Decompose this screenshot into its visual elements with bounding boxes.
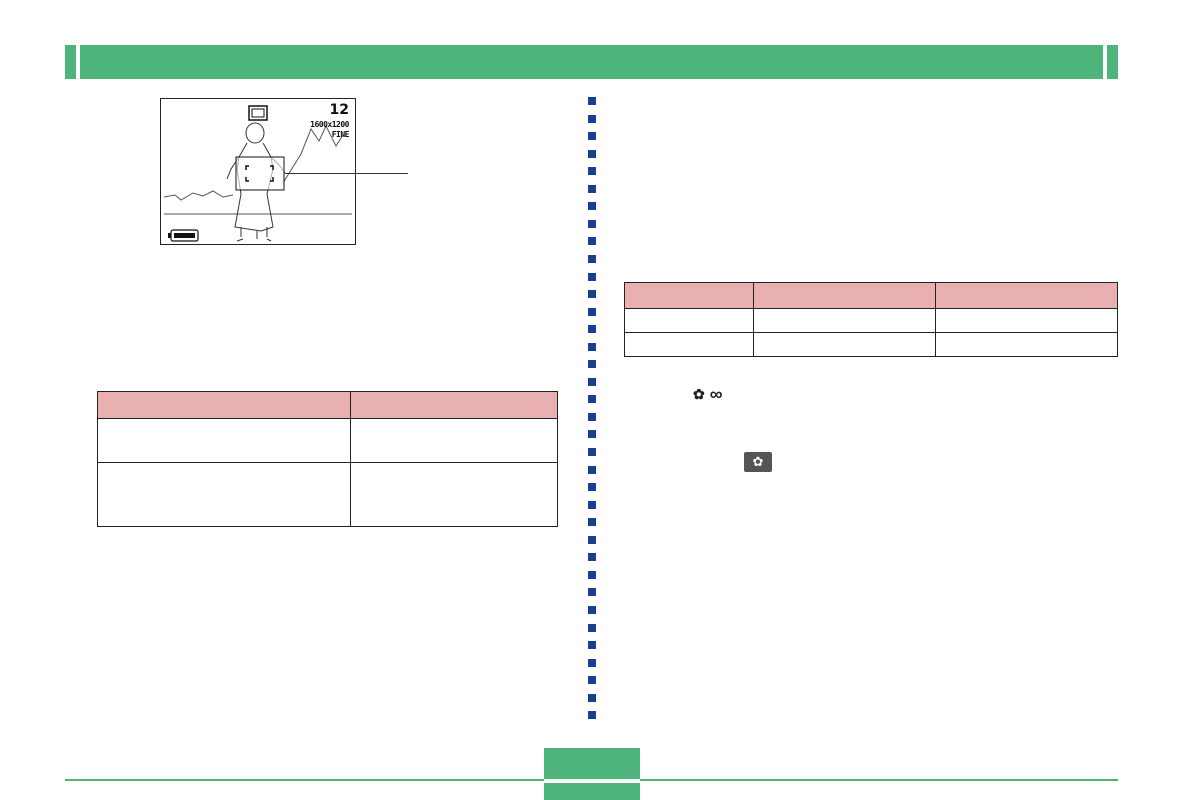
record-mode-icon (248, 105, 268, 121)
macro-flower-icon: ✿ (693, 386, 705, 402)
divider-square (588, 255, 596, 263)
table-header-row (624, 282, 1118, 309)
header-bar (65, 45, 1118, 79)
table-cell (350, 462, 558, 527)
focus-mode-icons: ✿ ∞ (693, 385, 723, 403)
divider-square (588, 132, 596, 140)
table-row (97, 462, 558, 527)
divider-square (588, 325, 596, 333)
macro-flower-icon: ✿ (752, 454, 764, 469)
table-cell (753, 308, 936, 333)
table-header-cell (935, 282, 1118, 309)
focus-frame-icon (235, 156, 285, 191)
table-right (624, 282, 1118, 357)
divider-square (588, 501, 596, 509)
quality-indicator: FINE (331, 130, 350, 139)
table-row (624, 332, 1118, 357)
table-cell (624, 332, 754, 357)
table-cell (624, 308, 754, 333)
divider-square (588, 536, 596, 544)
divider-square (588, 448, 596, 456)
divider-square (588, 694, 596, 702)
divider-square (588, 220, 596, 228)
divider-square (588, 167, 596, 175)
table-row (624, 308, 1118, 333)
divider-square (588, 237, 596, 245)
header-divider-left (76, 45, 80, 79)
page-number-tab-gap (544, 779, 640, 783)
lcd-scene-drawing (163, 105, 352, 242)
table-left (97, 391, 558, 527)
divider-square (588, 606, 596, 614)
header-divider-right (1103, 45, 1107, 79)
divider-square (588, 378, 596, 386)
page-number-tab (544, 748, 640, 800)
table-cell (753, 332, 936, 357)
divider-square (588, 395, 596, 403)
table-row (97, 418, 558, 463)
lcd-monitor-illustration: 12 1600x1200 FINE (160, 98, 356, 245)
divider-square (588, 641, 596, 649)
macro-badge-icon: ✿ (744, 452, 772, 472)
divider-square (588, 466, 596, 474)
divider-square (588, 290, 596, 298)
divider-square (588, 624, 596, 632)
divider-square (588, 308, 596, 316)
divider-square (588, 588, 596, 596)
divider-square (588, 553, 596, 561)
divider-square (588, 202, 596, 210)
divider-square (588, 185, 596, 193)
shot-count: 12 (329, 102, 349, 118)
divider-square (588, 115, 596, 123)
table-header-cell (350, 391, 558, 419)
callout-line (285, 173, 408, 174)
divider-square (588, 571, 596, 579)
battery-icon (168, 229, 199, 242)
table-cell (935, 332, 1118, 357)
resolution-indicator: 1600x1200 (310, 120, 349, 129)
table-cell (350, 418, 558, 463)
table-cell (97, 462, 351, 527)
divider-square (588, 413, 596, 421)
table-header-cell (624, 282, 754, 309)
table-header-row (97, 391, 558, 419)
table-cell (935, 308, 1118, 333)
divider-square (588, 343, 596, 351)
divider-square (588, 711, 596, 719)
divider-square (588, 273, 596, 281)
divider-square (588, 483, 596, 491)
divider-square (588, 518, 596, 526)
divider-square (588, 659, 596, 667)
table-header-cell (753, 282, 936, 309)
divider-square (588, 97, 596, 105)
table-header-cell (97, 391, 351, 419)
divider-square (588, 430, 596, 438)
infinity-icon: ∞ (709, 384, 723, 404)
divider-square (588, 150, 596, 158)
table-cell (97, 418, 351, 463)
divider-square (588, 676, 596, 684)
divider-square (588, 360, 596, 368)
